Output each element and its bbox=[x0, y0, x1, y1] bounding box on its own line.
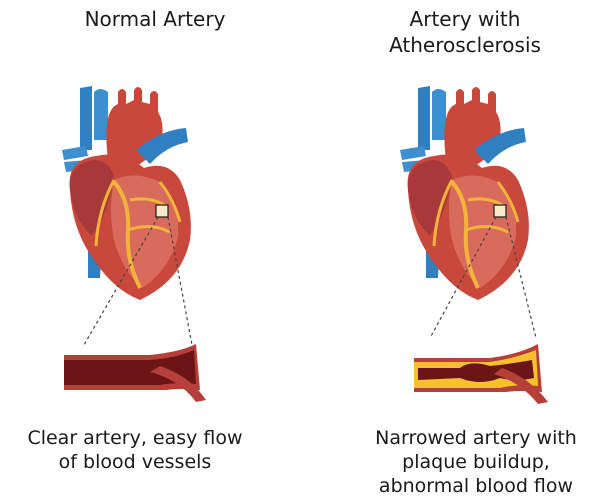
normal-heart-illustration bbox=[62, 86, 191, 300]
normal-artery-caption: Clear artery, easy flow of blood vessels bbox=[0, 426, 270, 474]
atherosclerosis-caption: Narrowed artery with plaque buildup, abn… bbox=[353, 426, 599, 498]
atherosclerosis-caption-line-2: plaque buildup, bbox=[353, 450, 599, 474]
diseased-heart-illustration bbox=[400, 86, 529, 300]
atherosclerosis-caption-line-1: Narrowed artery with bbox=[353, 426, 599, 450]
normal-artery-section bbox=[64, 344, 206, 402]
atherosclerosis-caption-line-3: abnormal blood flow bbox=[353, 474, 599, 498]
normal-caption-line-1: Clear artery, easy flow bbox=[0, 426, 270, 450]
diseased-artery-section bbox=[414, 344, 548, 404]
normal-caption-line-2: of blood vessels bbox=[0, 450, 270, 474]
